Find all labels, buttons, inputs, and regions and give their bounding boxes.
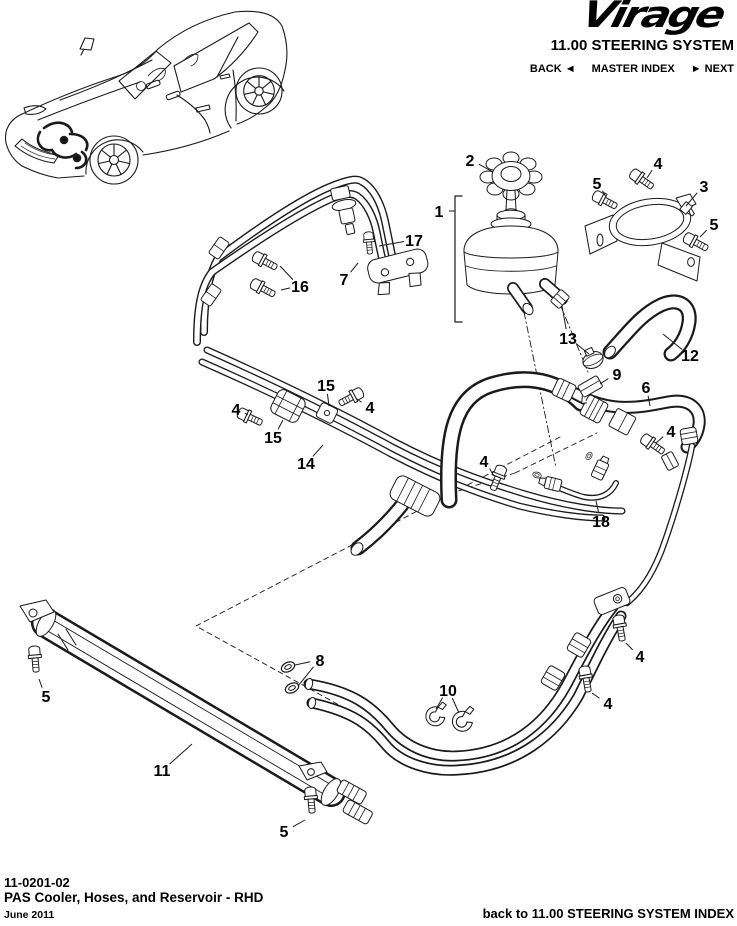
back-to-index-link[interactable]: back to 11.00 STEERING SYSTEM INDEX: [482, 906, 734, 921]
doc-date: June 2011: [4, 909, 55, 922]
nav-next-link[interactable]: ► NEXT: [690, 63, 734, 75]
doc-title: PAS Cooler, Hoses, and Reservoir - RHD: [4, 890, 264, 906]
car-illustration: [4, 10, 288, 185]
highlighted-parts-location: [36, 121, 89, 170]
nav-back-link[interactable]: BACK ◄: [529, 63, 576, 75]
footer-left: 11-0201-02 PAS Cooler, Hoses, and Reserv…: [4, 875, 263, 922]
section-title: 11.00 STEERING SYSTEM: [550, 37, 734, 54]
doc-number: 11-0201-02: [4, 875, 70, 890]
nav-master-index-link[interactable]: MASTER INDEX: [591, 63, 675, 75]
header-nav: BACK ◄ MASTER INDEX ► NEXT: [530, 63, 734, 75]
